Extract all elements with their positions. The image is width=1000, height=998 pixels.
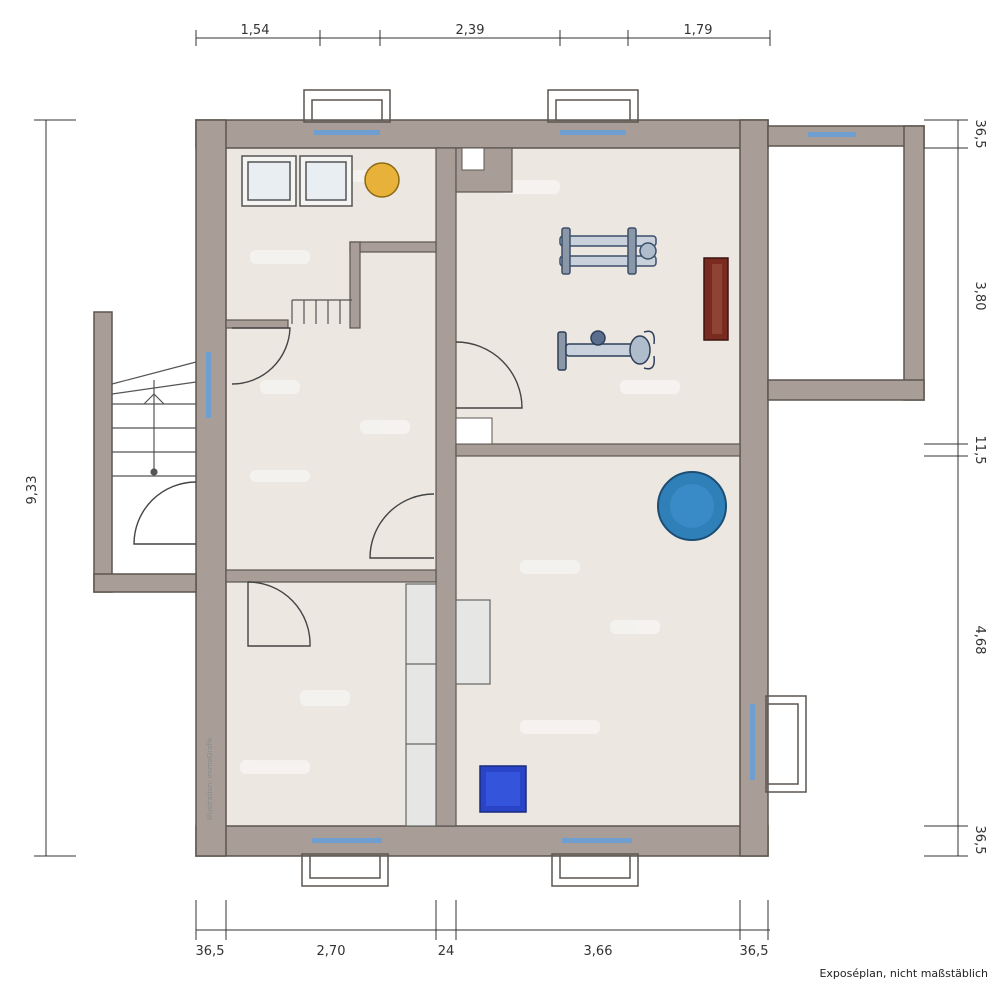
wall-left bbox=[195, 119, 227, 857]
dim-bottom-5: 36,5 bbox=[740, 944, 769, 959]
window-top-2 bbox=[547, 89, 639, 123]
dim-bottom-2: 2,70 bbox=[317, 944, 346, 959]
dim-bottom-1: 36,5 bbox=[196, 944, 225, 959]
wall-step bbox=[455, 417, 493, 445]
exercise-bike-icon bbox=[557, 330, 656, 371]
wall-horizontal-right bbox=[455, 443, 741, 457]
door-swing-2 bbox=[455, 341, 523, 409]
annex-wall-right bbox=[903, 125, 925, 401]
window-left bbox=[206, 352, 211, 418]
wall-horizontal-left bbox=[225, 569, 437, 583]
wall-center-vertical bbox=[435, 147, 457, 827]
dim-top-1: 1,54 bbox=[241, 23, 270, 38]
water-tank-icon bbox=[657, 471, 727, 541]
dimension-lines bbox=[34, 30, 968, 940]
stair-wall-left bbox=[93, 311, 113, 593]
dim-right-2: 3,80 bbox=[972, 282, 987, 311]
stair-wall-bottom bbox=[93, 573, 197, 593]
staircase bbox=[111, 299, 352, 477]
door-swing-3 bbox=[369, 493, 435, 559]
wall-upper-left-h bbox=[349, 241, 437, 253]
door-swing-4 bbox=[247, 581, 311, 647]
dim-right-3: 11,5 bbox=[972, 436, 987, 465]
door-swing-1 bbox=[231, 327, 291, 385]
weight-bench-icon bbox=[703, 257, 729, 341]
windows bbox=[206, 89, 856, 887]
boiler-icon bbox=[364, 162, 400, 198]
dim-top-2: 2,39 bbox=[456, 23, 485, 38]
dimension-labels: 1,54 2,39 1,79 36,5 2,70 24 3,66 36,5 9,… bbox=[25, 23, 987, 959]
dim-bottom-3: 24 bbox=[438, 944, 455, 959]
illustration-credit: Illustration: immoGrafik bbox=[206, 736, 214, 820]
workbench bbox=[455, 599, 491, 685]
dim-bottom-4: 3,66 bbox=[584, 944, 613, 959]
storage-shelf bbox=[405, 583, 437, 827]
wall-top bbox=[195, 119, 769, 149]
floor-area-right-annex bbox=[768, 146, 906, 380]
interior-walls bbox=[225, 147, 741, 827]
dim-left: 9,33 bbox=[25, 476, 40, 505]
dim-right-4: 4,68 bbox=[972, 626, 987, 655]
wall-bottom bbox=[195, 825, 769, 857]
dim-top-3: 1,79 bbox=[684, 23, 713, 38]
wall-upper-left-v bbox=[349, 241, 361, 329]
window-right bbox=[765, 695, 807, 793]
dim-right-1: 36,5 bbox=[972, 120, 987, 149]
window-bottom-1 bbox=[301, 853, 389, 887]
utility-units bbox=[241, 155, 353, 207]
rowing-machine-icon bbox=[559, 227, 657, 275]
doors bbox=[133, 327, 523, 647]
window-bottom-2 bbox=[551, 853, 639, 887]
wall-stub-left bbox=[225, 319, 289, 329]
washing-machine-icon bbox=[479, 765, 527, 813]
dim-right-5: 36,5 bbox=[972, 826, 987, 855]
shaft-opening bbox=[461, 147, 485, 171]
annex-wall-bottom bbox=[767, 379, 925, 401]
floor-texture bbox=[240, 170, 680, 774]
plan-caption: Exposéplan, nicht maßstäblich bbox=[819, 967, 988, 980]
door-swing-5 bbox=[133, 481, 197, 545]
window-top-1 bbox=[303, 89, 391, 123]
